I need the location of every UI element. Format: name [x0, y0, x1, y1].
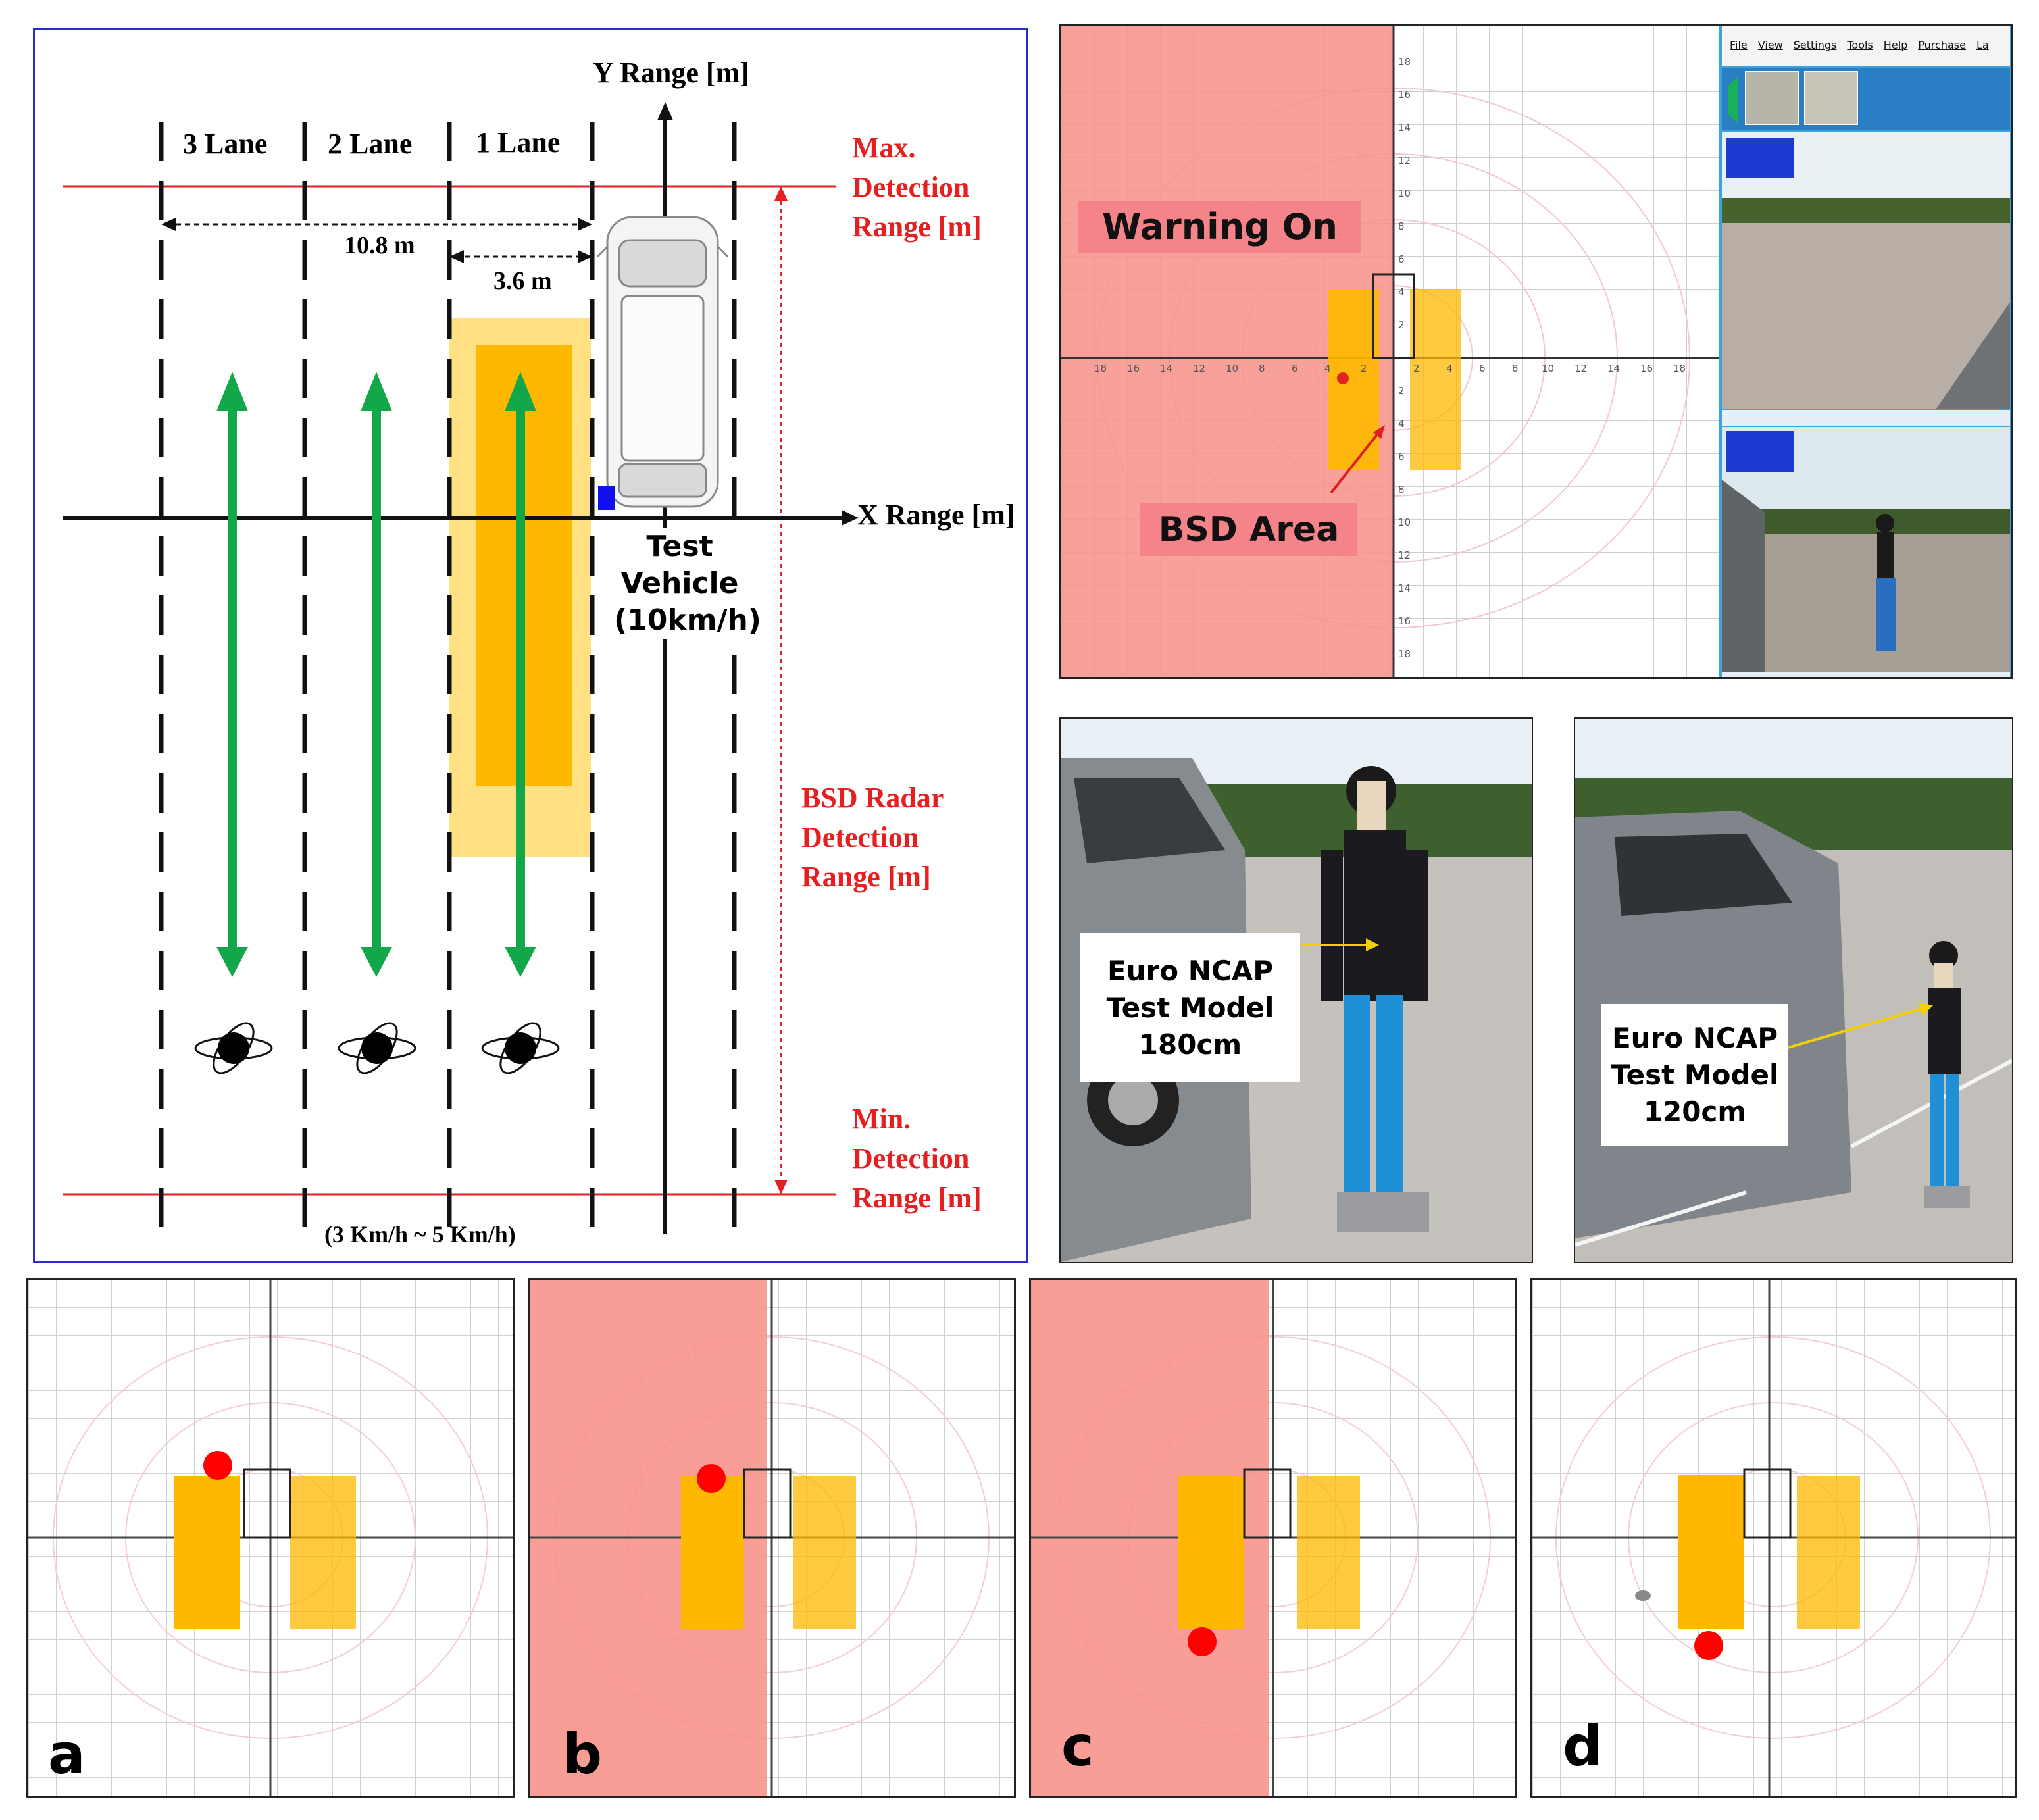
panel-c: c: [1029, 1278, 1517, 1798]
test-vehicle-icon: [596, 216, 729, 508]
menu-help[interactable]: Help: [1883, 39, 1908, 51]
y-tick-column: 18 16 14 12 10 8 6 4 2 2 4 6 8 10 12 14 …: [1398, 56, 1411, 660]
lane-1-label: 1 Lane: [476, 126, 561, 159]
diagram-graphics: [63, 102, 859, 1234]
test-setup-diagram: 3 Lane 2 Lane 1 Lane Y Range [m] X Range…: [33, 28, 1028, 1263]
bsd-area-label: BSD Area: [1140, 503, 1357, 556]
callout-arrow-2: [1788, 1003, 1933, 1049]
panel-b-radar: [530, 1280, 1014, 1796]
panel-label-a: a: [48, 1722, 86, 1786]
menu-file[interactable]: File: [1730, 39, 1748, 51]
target-icons: [194, 1022, 560, 1074]
panel-b: b: [528, 1278, 1016, 1798]
panel-label-d: d: [1563, 1714, 1603, 1779]
y-axis-label: Y Range [m]: [593, 57, 749, 89]
lane-3-label: 3 Lane: [183, 128, 268, 160]
width-total-label: 10.8 m: [344, 232, 415, 259]
callout-180cm: Euro NCAP Test Model 180cm: [1080, 933, 1300, 1082]
panel-label-c: c: [1061, 1714, 1094, 1779]
menu-purchase[interactable]: Purchase: [1918, 39, 1966, 51]
test-vehicle-label: Test Vehicle (10km/h): [614, 528, 761, 639]
warning-on-label: Warning On: [1078, 201, 1361, 253]
bsd-radar-range-label: BSD Radar Detection Range [m]: [801, 782, 944, 893]
panel-d: d: [1530, 1278, 2017, 1798]
photo-180cm-dummy: Euro NCAP Test Model 180cm: [1059, 717, 1533, 1263]
width-lane-label: 3.6 m: [493, 267, 552, 295]
menu-more[interactable]: La: [1976, 39, 1989, 51]
panel-d-radar: [1532, 1280, 2015, 1796]
photo-120cm-dummy: Euro NCAP Test Model 120cm: [1574, 717, 2013, 1263]
radar-software-screen: File View Settings Tools Help Purchase L…: [1059, 24, 2013, 679]
lane-2-label: 2 Lane: [328, 128, 413, 160]
x-axis-label: X Range [m]: [857, 499, 1015, 531]
panel-a-radar: [28, 1280, 513, 1796]
menu-settings[interactable]: Settings: [1793, 39, 1837, 51]
menu-bar: File View Settings Tools Help Purchase L…: [1730, 39, 1989, 51]
panel-c-radar: [1031, 1280, 1515, 1796]
callout-arrow-1: [1301, 938, 1379, 951]
menu-tools[interactable]: Tools: [1847, 39, 1873, 51]
min-detection-label: Min. Detection Range [m]: [852, 1103, 982, 1214]
callout-120cm: Euro NCAP Test Model 120cm: [1601, 1004, 1788, 1146]
max-detection-label: Max. Detection Range [m]: [852, 132, 982, 243]
panel-label-b: b: [563, 1722, 603, 1786]
radar-sensor: [598, 486, 615, 510]
panel-a: a: [26, 1278, 515, 1798]
speed-range-label: (3 Km/h ~ 5 Km/h): [324, 1221, 516, 1248]
menu-view[interactable]: View: [1757, 39, 1783, 51]
radar-grid: [1061, 26, 2011, 677]
